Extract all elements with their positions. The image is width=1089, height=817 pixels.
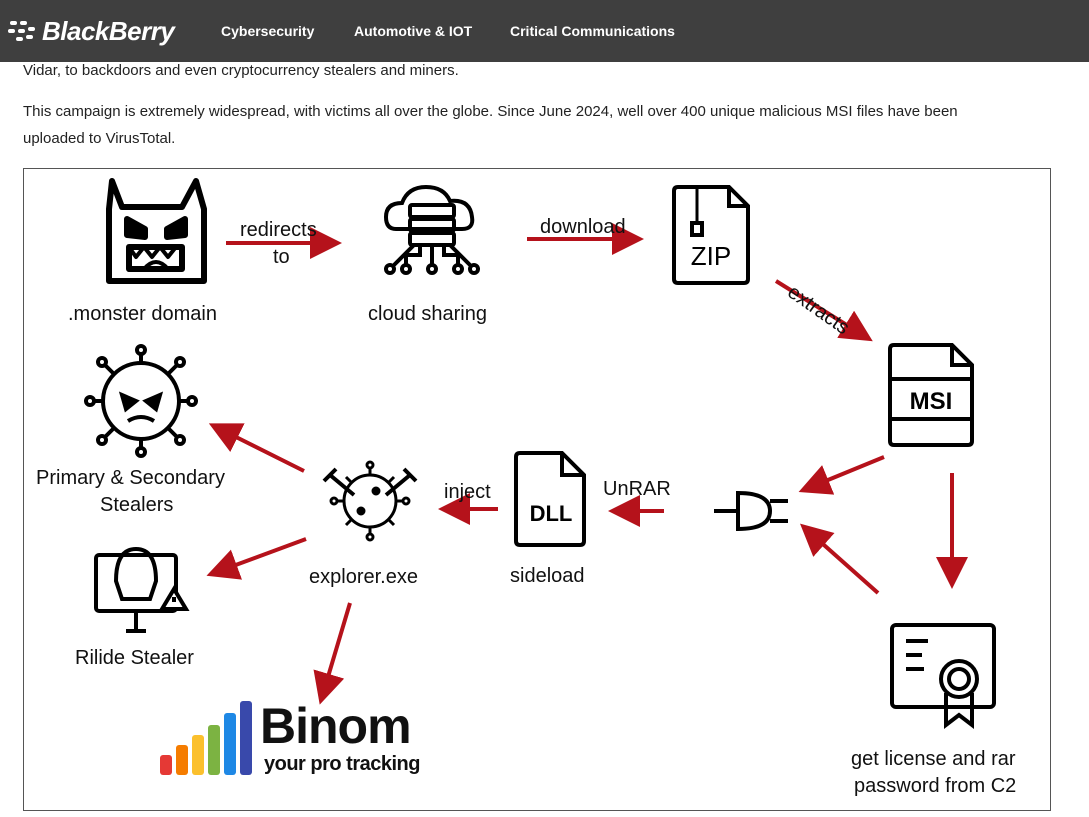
redirects-to-label: to (273, 246, 290, 268)
zip-label: ZIP (691, 241, 731, 271)
rilide-stealer-label: Rilide Stealer (75, 647, 194, 669)
zip-file-icon (672, 185, 750, 285)
arrow-license-to-plug (800, 523, 880, 595)
stealers-label-line2: Stealers (100, 494, 174, 516)
dll-label: DLL (530, 501, 573, 526)
virus-syringe-icon (322, 460, 418, 542)
plug-icon (714, 490, 788, 532)
binom-title: Binom (260, 698, 412, 754)
monster-domain-label: .monster domain (68, 303, 217, 325)
sideload-label: sideload (510, 565, 585, 587)
arrow-extracts (774, 279, 873, 342)
cloud-sharing-label: cloud sharing (368, 303, 487, 325)
binom-tagline: your pro tracking (264, 753, 420, 775)
stealer-virus-icon (84, 344, 198, 458)
binom-logo-icon (160, 701, 252, 775)
unrar-label: UnRAR (603, 478, 671, 500)
article-text-line: Vidar, to backdoors and even cryptocurre… (23, 62, 459, 79)
arrow-to-binom (313, 602, 352, 705)
article-paragraph-line: This campaign is extremely widespread, w… (23, 103, 958, 120)
dll-file-icon (514, 451, 586, 547)
license-label-line2: password from C2 (854, 775, 1017, 797)
license-label-line1: get license and rar (851, 748, 1016, 770)
blackberry-dots-icon (8, 19, 38, 43)
nav-critical-communications[interactable]: Critical Communications (510, 23, 675, 39)
msi-label: MSI (910, 388, 953, 415)
arrow-to-rilide (206, 537, 307, 580)
arrow-to-stealers (208, 423, 305, 473)
article-paragraph-line: uploaded to VirusTotal. (23, 130, 176, 147)
nav-automotive-iot[interactable]: Automotive & IOT (354, 23, 473, 39)
inject-label: inject (444, 481, 491, 503)
download-label: download (540, 216, 626, 238)
monster-icon (106, 178, 207, 284)
cloud-server-icon (383, 184, 480, 275)
redirects-label: redirects (240, 219, 317, 241)
stealers-label-line1: Primary & Secondary (36, 467, 225, 489)
msi-file-icon (888, 343, 974, 447)
nav-cybersecurity[interactable]: Cybersecurity (221, 23, 315, 39)
top-navigation-bar: BlackBerry Cybersecurity Automotive & IO… (0, 0, 1089, 62)
diagram-canvas: ZIP MSI DLL (84, 178, 996, 775)
arrow-msi-to-plug (798, 455, 885, 495)
attack-flow-diagram: ZIP MSI DLL (23, 168, 1051, 811)
license-certificate-icon (890, 623, 996, 730)
logo-text: BlackBerry (42, 15, 175, 46)
hacker-laptop-icon (94, 546, 190, 633)
explorer-exe-label: explorer.exe (309, 566, 418, 588)
flow-arrows (206, 223, 968, 705)
blackberry-logo[interactable]: BlackBerry (8, 14, 175, 48)
